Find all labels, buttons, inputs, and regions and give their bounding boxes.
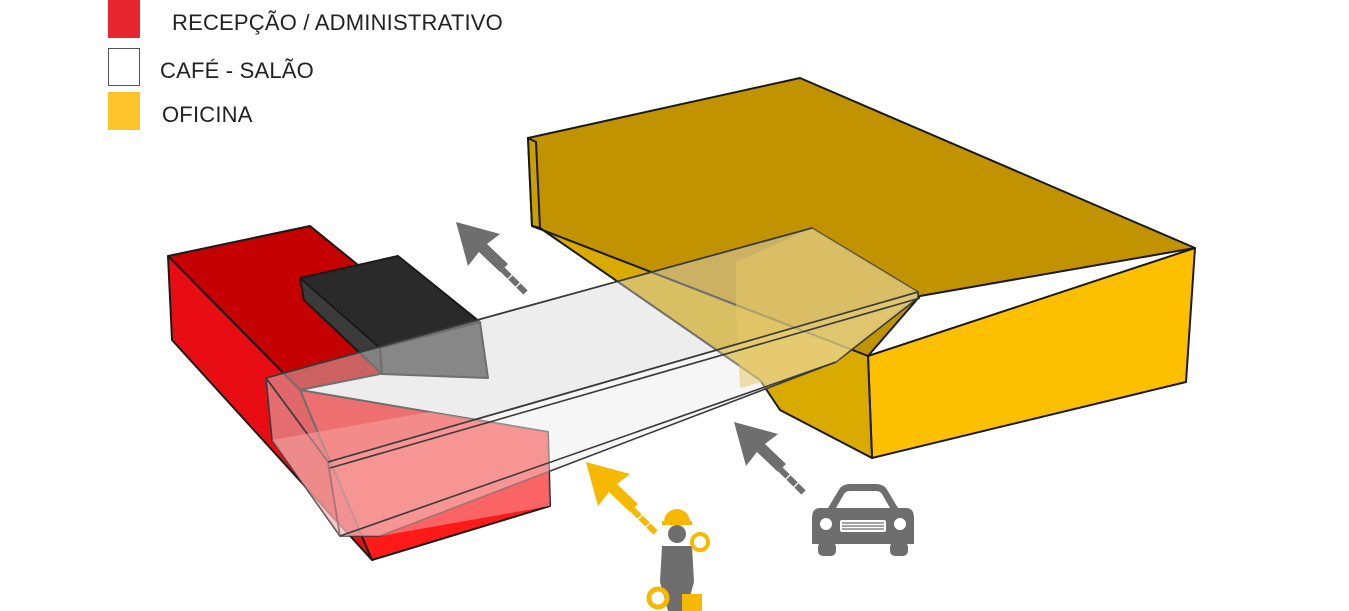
edge <box>265 227 813 379</box>
legend-swatch-white <box>108 48 140 86</box>
oficina-overlay <box>736 228 918 388</box>
worker-icon <box>646 509 710 611</box>
edge <box>327 291 919 463</box>
legend-swatch-yellow <box>108 92 140 130</box>
legend-label: RECEPÇÃO / ADMINISTRATIVO <box>172 10 503 35</box>
cursor-arrow-icon <box>586 462 658 535</box>
cursor-arrow-icon <box>734 422 806 495</box>
edge <box>329 297 921 469</box>
legend-swatch-red <box>108 0 140 38</box>
admin-front <box>379 321 489 379</box>
admin-block <box>299 255 489 379</box>
oficina-notch <box>531 225 873 459</box>
edge <box>339 361 837 537</box>
car-icon <box>812 484 914 556</box>
legend-label: OFICINA <box>162 102 253 127</box>
oficina-block <box>527 77 1196 459</box>
cursor-arrow-icon <box>456 222 528 295</box>
legend-label: CAFÉ - SALÃO <box>160 58 314 83</box>
cafe-salao-box <box>265 227 921 537</box>
recepcao-overlay <box>272 412 550 536</box>
